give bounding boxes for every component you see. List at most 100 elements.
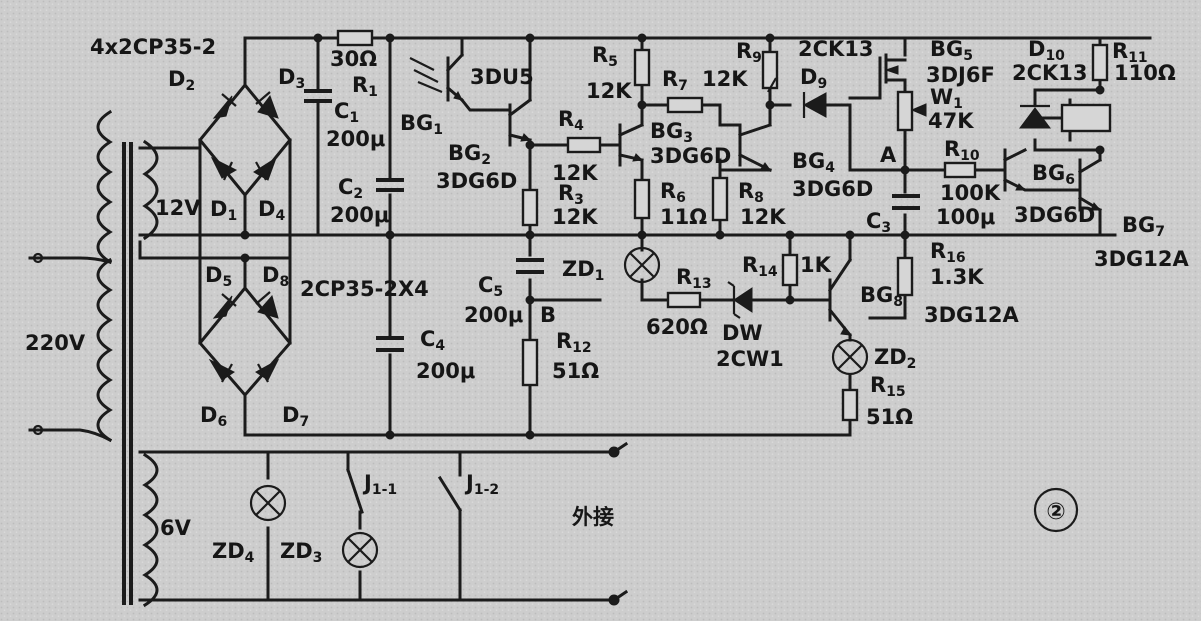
label-d10-type: 2CK13 xyxy=(1012,61,1088,85)
label-bg3-type: 3DG6D xyxy=(650,144,731,168)
label-d5: D5 xyxy=(205,263,232,290)
label-zd2: ZD2 xyxy=(874,345,916,372)
label-c4: C4 xyxy=(420,327,445,354)
label-r5: R5 xyxy=(592,43,618,70)
label-r10-value: 100K xyxy=(940,181,1001,205)
label-r3-value: 12K xyxy=(552,205,598,229)
figure-number: ② xyxy=(1046,499,1065,525)
label-bg2: BG2 xyxy=(448,141,491,168)
diode-d9 xyxy=(802,92,827,118)
label-j1-2: J1-2 xyxy=(464,471,499,498)
label-node-a: A xyxy=(880,143,897,167)
label-r8-value: 12K xyxy=(740,205,786,229)
transformer xyxy=(28,109,159,608)
resistor-r14 xyxy=(781,253,799,287)
label-bg6-type: 3DG6D xyxy=(1014,203,1095,227)
resistor-r16 xyxy=(896,256,914,297)
transistor-bg4 xyxy=(737,123,773,173)
label-c1-value: 200μ xyxy=(326,127,385,151)
label-bg5: BG5 xyxy=(930,37,973,64)
label-r14: R14 xyxy=(742,253,778,280)
label-r13: R13 xyxy=(676,265,712,292)
transistor-bg2 xyxy=(507,97,533,147)
label-r5-value: 12K xyxy=(586,79,632,103)
label-r9: R9 xyxy=(736,39,762,66)
label-j1-1: J1-1 xyxy=(362,471,397,498)
resistor-r7 xyxy=(666,96,704,114)
label-d10: D10 xyxy=(1028,37,1065,64)
diode-d5 xyxy=(212,293,237,319)
label-node-b: B xyxy=(540,303,556,327)
transistor-bg8 xyxy=(827,257,853,338)
label-bg6: BG6 xyxy=(1032,161,1075,188)
label-bg7: BG7 xyxy=(1122,213,1165,240)
lamp-zd4 xyxy=(249,484,287,522)
resistor-r6 xyxy=(633,178,651,220)
label-r14-value: 1K xyxy=(800,253,832,277)
label-bg1-type: 3DU5 xyxy=(470,65,534,89)
label-d9: D9 xyxy=(800,65,827,92)
label-r11: R11 xyxy=(1112,39,1148,66)
label-d4: D4 xyxy=(258,197,285,224)
label-c3-value: 100μ xyxy=(936,205,995,229)
label-6v: 6V xyxy=(160,516,192,540)
resistor-r4 xyxy=(566,136,602,154)
lamp-zd1 xyxy=(623,246,661,284)
diode-d8 xyxy=(255,291,279,319)
label-r15-value: 51Ω xyxy=(866,405,913,429)
label-bg8-type: 3DG12A xyxy=(924,303,1020,327)
resistor-r11 xyxy=(1091,43,1109,82)
label-bg2-type: 3DG6D xyxy=(436,169,517,193)
label-r16: R16 xyxy=(930,239,966,266)
label-zd1: ZD1 xyxy=(562,257,604,284)
wires xyxy=(138,36,1152,602)
diode-d7 xyxy=(255,358,280,383)
label-r12: R12 xyxy=(556,329,592,356)
label-bridge2: 2CP35-2X4 xyxy=(300,277,429,301)
diode-d10 xyxy=(1019,104,1051,129)
relay-contact-j1-1 xyxy=(346,468,364,514)
capacitor-c2 xyxy=(376,178,404,192)
diode-d2 xyxy=(212,93,237,119)
label-dw: DW xyxy=(722,321,763,345)
label-r8: R8 xyxy=(738,179,764,206)
label-d3: D3 xyxy=(278,65,305,92)
resistor-r3 xyxy=(521,188,539,227)
label-w1: W1 xyxy=(930,85,963,112)
figure-number-circle xyxy=(1033,487,1079,533)
label-bridge1: 4x2CP35-2 xyxy=(90,35,216,59)
label-bg8: BG8 xyxy=(860,283,903,310)
label-r4-value: 12K xyxy=(552,161,598,185)
diode-d3 xyxy=(255,91,279,119)
label-d9-type: 2CK13 xyxy=(798,37,874,61)
label-d7: D7 xyxy=(282,403,309,430)
zener-dw xyxy=(727,281,753,319)
capacitor-c3 xyxy=(892,194,920,210)
label-c4-value: 200μ xyxy=(416,359,475,383)
transistor-bg7 xyxy=(1058,157,1103,213)
relay-coil-j1 xyxy=(1060,103,1112,133)
label-dw-type: 2CW1 xyxy=(716,347,784,371)
external-terminals xyxy=(608,441,629,606)
label-c3: C3 xyxy=(866,209,891,236)
label-r7-value: 12K xyxy=(702,67,748,91)
label-external: 外接 xyxy=(572,505,614,529)
label-r6-value: 11Ω xyxy=(660,205,707,229)
transistor-bg6 xyxy=(1002,147,1062,192)
label-r10: R10 xyxy=(944,137,980,164)
label-d8: D8 xyxy=(262,263,289,290)
resistor-r9 xyxy=(761,50,779,90)
resistor-r8 xyxy=(711,176,729,222)
label-d1: D1 xyxy=(210,197,237,224)
resistor-r10 xyxy=(943,161,977,179)
label-c2-value: 200μ xyxy=(330,203,389,227)
label-c5: C5 xyxy=(478,273,503,300)
label-d2: D2 xyxy=(168,67,195,94)
label-12v: 12V xyxy=(155,196,201,220)
label-r3: R3 xyxy=(558,181,584,208)
resistor-r13 xyxy=(666,291,702,309)
label-r11-value: 110Ω xyxy=(1114,61,1176,85)
label-zd4: ZD4 xyxy=(212,539,255,566)
fet-bg5 xyxy=(878,53,907,88)
label-r1: 30Ω xyxy=(330,47,377,71)
